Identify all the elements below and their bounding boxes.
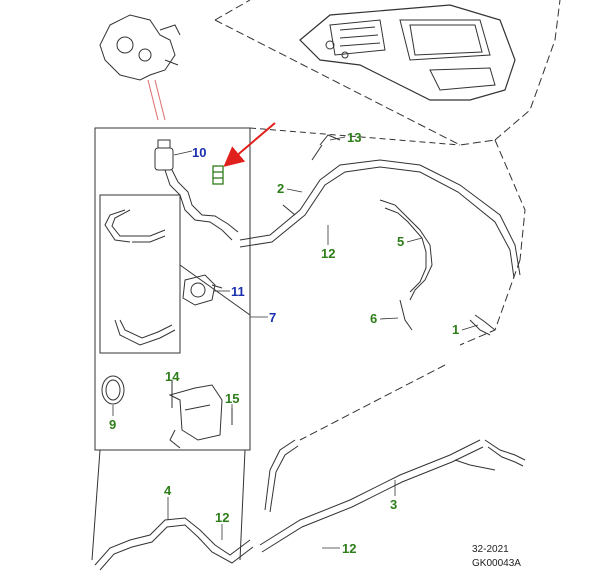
pump-cluster-overview [99, 14, 181, 121]
hose-assembly-2 [239, 134, 521, 279]
callout-1: 1 [452, 322, 459, 337]
hose-assembly-3 [259, 439, 526, 553]
hose-assembly-5 [379, 199, 433, 331]
callout-12c: 12 [342, 541, 356, 556]
callout-6: 6 [370, 311, 377, 326]
callout-5: 5 [397, 234, 404, 249]
callout-9: 9 [109, 417, 116, 432]
callout-15: 15 [225, 391, 239, 406]
callout-labels: 10 11 7 2 13 12 5 6 1 14 15 9 4 12 3 12 [109, 130, 459, 556]
callout-10: 10 [192, 145, 206, 160]
clamp-9 [101, 375, 125, 405]
callout-4: 4 [164, 483, 172, 498]
hose-assembly-4 [94, 517, 254, 571]
callout-3: 3 [390, 497, 397, 512]
footer-date: 32-2021 [472, 544, 509, 555]
callout-13: 13 [347, 130, 361, 145]
pointer-arrow [223, 122, 276, 167]
inner-hoses [104, 209, 176, 346]
hose-1 [469, 314, 496, 336]
callout-11: 11 [231, 284, 245, 299]
hvac-housing [214, 0, 561, 146]
leader-lines [112, 136, 479, 549]
callout-12a: 12 [321, 246, 335, 261]
callout-12b: 12 [215, 510, 229, 525]
callout-14: 14 [165, 369, 180, 384]
valve-10 [154, 139, 239, 241]
connector-8 [212, 165, 224, 185]
bracket-14-15 [168, 380, 233, 449]
callout-7: 7 [269, 310, 276, 325]
detail-box [91, 127, 461, 561]
callout-2: 2 [277, 181, 284, 196]
pump-11 [182, 274, 223, 306]
footer-code: GK00043A [472, 558, 521, 569]
right-dashed-frame [299, 139, 526, 441]
